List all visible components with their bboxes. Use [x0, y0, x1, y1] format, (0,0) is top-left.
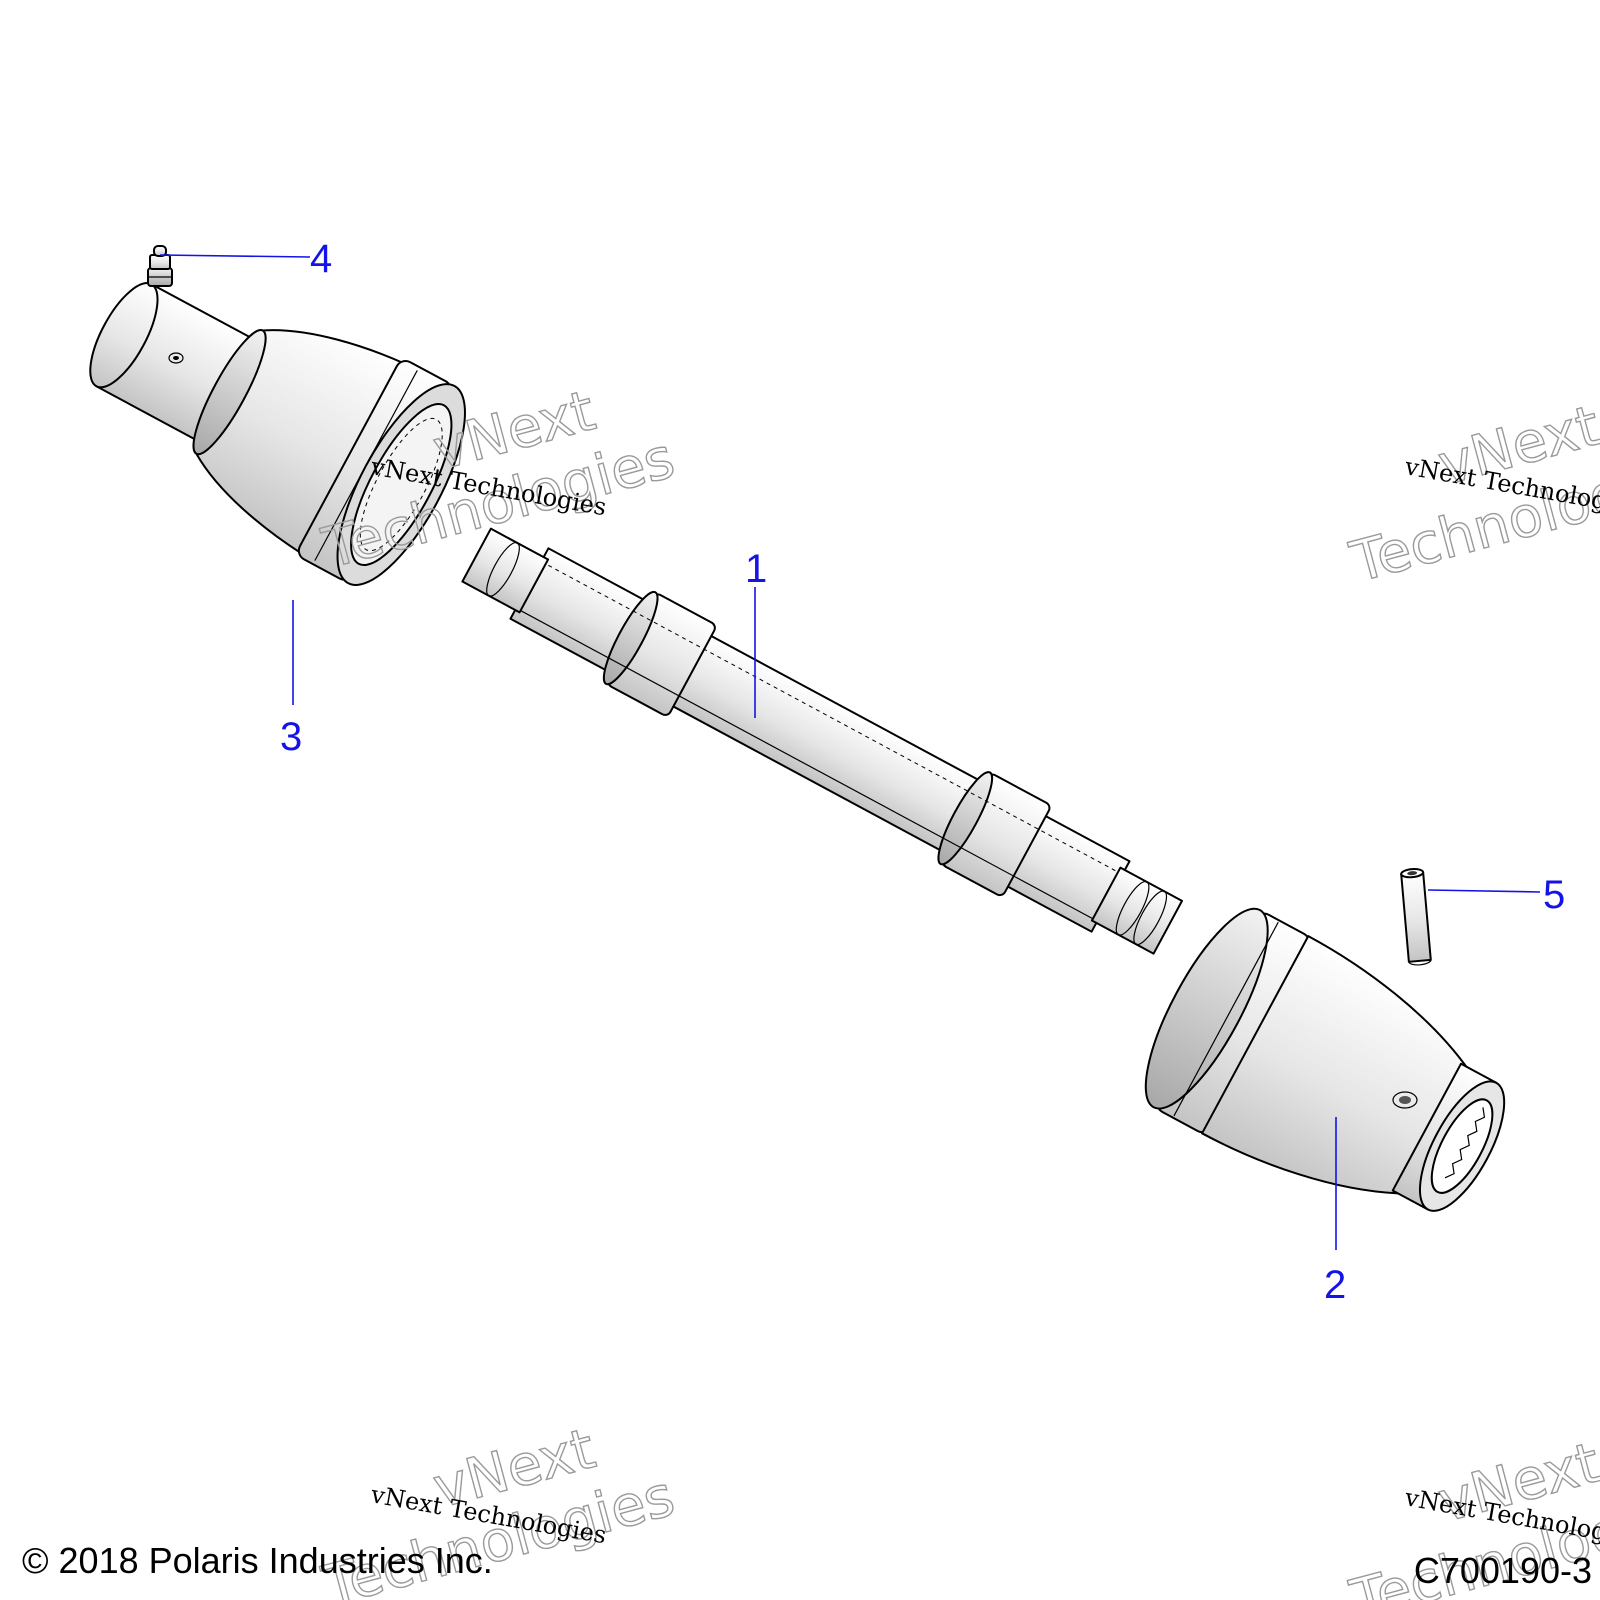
callout-3: 3 — [280, 715, 302, 759]
right-housing-part-2 — [1144, 907, 1506, 1212]
callout-4: 4 — [310, 237, 332, 281]
shaft-part-1 — [461, 527, 1184, 955]
callout-1: 1 — [745, 547, 767, 591]
leader-5 — [1427, 889, 1541, 893]
leader-lines — [159, 254, 1541, 1250]
roll-pin-part-5 — [1400, 868, 1432, 966]
grease-fitting-part-4 — [147, 245, 173, 287]
copyright-text: © 2018 Polaris Industries Inc. — [22, 1540, 493, 1581]
leader-4 — [159, 254, 311, 258]
callout-2: 2 — [1324, 1263, 1346, 1307]
watermark-top-right: vNext Technologies vNext Technologies — [1343, 393, 1600, 597]
figure-id: C700190-3 — [1414, 1550, 1592, 1591]
callout-5: 5 — [1543, 873, 1565, 917]
left-housing-part-3 — [89, 282, 466, 586]
